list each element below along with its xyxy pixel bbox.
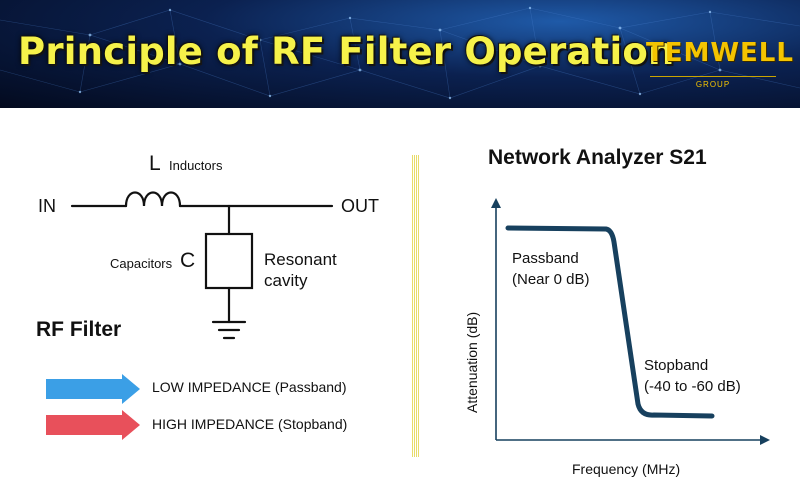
capacitor-label: Capacitors <box>110 256 173 271</box>
vertical-divider <box>412 155 420 457</box>
header-banner: Principle of RF Filter Operation TEMWELL… <box>0 0 800 108</box>
logo-rule <box>650 76 776 77</box>
resonant-cavity-label: Resonant cavity <box>264 249 337 291</box>
y-axis-arrowhead <box>491 198 501 208</box>
legend-label-high-impedance: HIGH IMPEDANCE (Stopband) <box>152 416 348 432</box>
x-axis-arrowhead <box>760 435 770 445</box>
x-axis-label: Frequency (MHz) <box>572 461 681 477</box>
stopband-annotation: Stopband (-40 to -60 dB) <box>644 355 741 397</box>
stopband-line1: Stopband <box>644 357 709 374</box>
rf-filter-title: RF Filter <box>36 318 122 341</box>
inductor-label: Inductors <box>169 158 223 173</box>
capacitor-cavity-box <box>204 232 254 290</box>
logo-group-text: GROUP <box>695 80 731 89</box>
logo-wordmark: TEMWELL <box>646 38 794 68</box>
network-background <box>0 6 800 100</box>
page-title: Principle of RF Filter Operation <box>18 30 675 73</box>
legend-label-low-impedance: LOW IMPEDANCE (Passband) <box>152 379 347 395</box>
low-impedance-arrow-icon <box>46 374 140 404</box>
cavity-label-line1: Resonant <box>264 250 337 269</box>
ground-icon <box>211 320 247 340</box>
s21-chart <box>491 198 770 445</box>
y-axis-label: Attenuation (dB) <box>464 311 480 413</box>
inductor-symbol: L <box>149 152 161 175</box>
stopband-line2: (-40 to -60 dB) <box>644 378 741 395</box>
chart-title: Network Analyzer S21 <box>488 146 707 169</box>
inductor-coil-icon <box>124 191 182 208</box>
out-label: OUT <box>341 196 379 216</box>
high-impedance-arrow-icon <box>46 410 140 440</box>
temwell-logo: TEMWELL GROUP <box>646 38 793 89</box>
s21-response-curve <box>505 225 715 419</box>
passband-annotation: Passband (Near 0 dB) <box>512 248 590 290</box>
cavity-label-line2: cavity <box>264 271 308 290</box>
capacitor-symbol: C <box>180 249 196 272</box>
passband-line1: Passband <box>512 250 579 267</box>
passband-line2: (Near 0 dB) <box>512 271 590 288</box>
filter-circuit <box>70 191 334 340</box>
in-label: IN <box>38 196 56 216</box>
